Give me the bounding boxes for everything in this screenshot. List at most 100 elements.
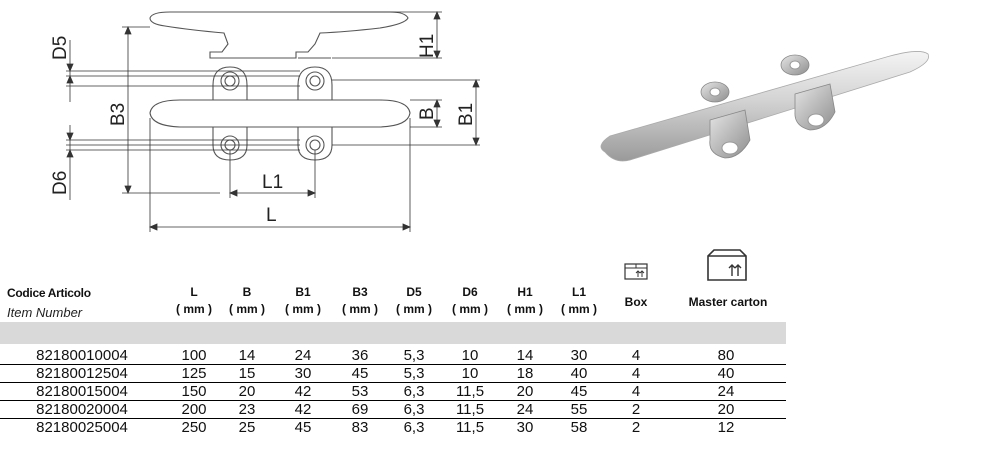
item-number-cell: 82180010004 — [36, 347, 128, 364]
row-divider — [0, 382, 786, 383]
table-cell: 12 — [717, 419, 735, 436]
dim-label-b3: B3 — [108, 103, 129, 126]
box-header: Box — [624, 295, 648, 309]
column-header-l1: L1 ( mm ) — [553, 284, 605, 318]
dim-label-l: L — [266, 205, 277, 226]
table-cell: 23 — [238, 401, 256, 418]
table-cell: 14 — [516, 347, 534, 364]
box-icon — [624, 263, 648, 280]
column-header-l: L ( mm ) — [168, 284, 220, 318]
table-cell: 40 — [717, 365, 735, 382]
table-cell: 5,3 — [403, 365, 425, 382]
technical-drawing: D5 B3 D6 H1 B B1 L1 L — [50, 10, 480, 232]
product-photo — [600, 51, 929, 162]
column-label: D6 — [462, 285, 478, 299]
column-unit: ( mm ) — [507, 302, 543, 316]
table-cell: 30 — [294, 365, 312, 382]
table-cell: 200 — [181, 401, 207, 418]
table-cell: 83 — [351, 419, 369, 436]
table-cell: 42 — [294, 383, 312, 400]
table-cell: 6,3 — [403, 419, 425, 436]
column-header-b: B ( mm ) — [221, 284, 273, 318]
column-label: B — [242, 285, 252, 299]
column-header-d5: D5 ( mm ) — [388, 284, 440, 318]
table-cell: 150 — [181, 383, 207, 400]
column-unit: ( mm ) — [396, 302, 432, 316]
table-cell: 100 — [181, 347, 207, 364]
table-cell: 30 — [570, 347, 588, 364]
table-cell: 25 — [238, 419, 256, 436]
table-cell: 4 — [631, 383, 641, 400]
table-cell: 11,5 — [455, 383, 485, 400]
table-cell: 24 — [717, 383, 735, 400]
table-cell: 125 — [181, 365, 207, 382]
dim-label-b: B — [417, 107, 438, 120]
column-unit: ( mm ) — [342, 302, 378, 316]
table-cell: 18 — [516, 365, 534, 382]
table-cell: 6,3 — [403, 383, 425, 400]
table-cell: 53 — [351, 383, 369, 400]
row-divider — [0, 364, 786, 365]
item-number-header: Item Number — [7, 305, 83, 320]
table-cell: 4 — [631, 365, 641, 382]
item-number-cell: 82180015004 — [36, 383, 128, 400]
table-cell: 5,3 — [403, 347, 425, 364]
table-cell: 20 — [516, 383, 534, 400]
table-cell: 80 — [717, 347, 735, 364]
dim-label-b1: B1 — [456, 103, 477, 126]
table-cell: 14 — [238, 347, 256, 364]
column-label: D5 — [406, 285, 422, 299]
table-cell: 36 — [351, 347, 369, 364]
table-row: 82180015004 150 20 42 53 6,3 11,5 20 45 4 24 — [0, 383, 786, 400]
column-unit: ( mm ) — [452, 302, 488, 316]
table-cell: 4 — [631, 347, 641, 364]
table-cell: 10 — [461, 347, 479, 364]
column-label: L — [190, 285, 198, 299]
column-header-b3: B3 ( mm ) — [334, 284, 386, 318]
item-number-cell: 82180020004 — [36, 401, 128, 418]
table-cell: 58 — [570, 419, 588, 436]
table-cell: 40 — [570, 365, 588, 382]
header-band — [0, 322, 786, 344]
table-cell: 20 — [238, 383, 256, 400]
table-cell: 69 — [351, 401, 369, 418]
item-code-header: Codice Articolo — [7, 286, 91, 300]
column-label: H1 — [517, 285, 533, 299]
table-cell: 30 — [516, 419, 534, 436]
item-number-cell: 82180025004 — [36, 419, 128, 436]
column-header-d6: D6 ( mm ) — [444, 284, 496, 318]
row-divider — [0, 400, 786, 401]
column-unit: ( mm ) — [176, 302, 212, 316]
row-divider — [0, 418, 786, 419]
table-cell: 55 — [570, 401, 588, 418]
table-cell: 15 — [238, 365, 256, 382]
column-unit: ( mm ) — [285, 302, 321, 316]
table-cell: 24 — [294, 347, 312, 364]
carton-icon — [707, 249, 747, 281]
table-cell: 24 — [516, 401, 534, 418]
table-cell: 45 — [570, 383, 588, 400]
dim-label-l1: L1 — [262, 172, 283, 193]
dim-label-d5: D5 — [50, 36, 71, 60]
table-cell: 11,5 — [455, 401, 485, 418]
table-cell: 250 — [181, 419, 207, 436]
item-number-cell: 82180012504 — [36, 365, 128, 382]
column-unit: ( mm ) — [229, 302, 265, 316]
table-cell: 45 — [294, 419, 312, 436]
table-cell: 10 — [461, 365, 479, 382]
column-unit: ( mm ) — [561, 302, 597, 316]
table-row: 82180020004 200 23 42 69 6,3 11,5 24 55 2 20 — [0, 401, 786, 418]
column-label: B3 — [352, 285, 368, 299]
dim-label-d6: D6 — [50, 171, 71, 195]
table-cell: 20 — [717, 401, 735, 418]
column-label: L1 — [571, 285, 586, 299]
column-header-b1: B1 ( mm ) — [277, 284, 329, 318]
table-cell: 2 — [631, 401, 641, 418]
column-label: B1 — [295, 285, 311, 299]
table-cell: 42 — [294, 401, 312, 418]
table-cell: 6,3 — [403, 401, 425, 418]
table-cell: 11,5 — [455, 419, 485, 436]
dim-label-h1: H1 — [417, 34, 438, 58]
